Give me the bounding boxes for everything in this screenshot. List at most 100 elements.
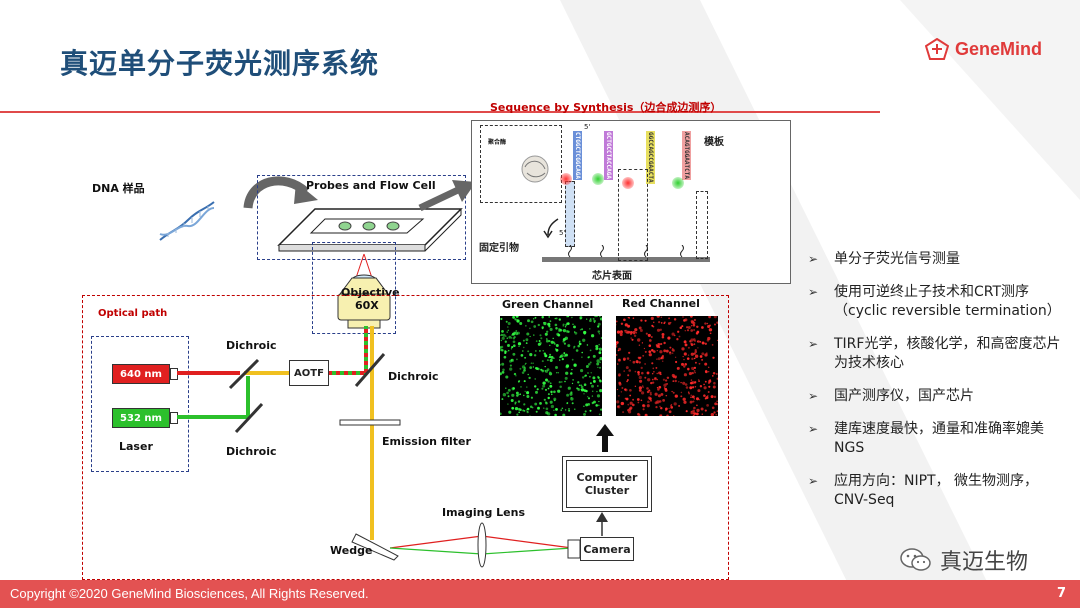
fluorescent-spot	[565, 371, 569, 375]
probes-flowcell-label: Probes and Flow Cell	[306, 179, 436, 192]
fluorescent-spot	[668, 410, 672, 414]
fluorescent-spot	[638, 386, 643, 390]
fluorescent-spot	[548, 340, 551, 343]
page-title: 真迈单分子荧光测序系统	[60, 47, 380, 80]
fluorescent-spot	[523, 346, 525, 349]
fluorescent-spot	[628, 369, 631, 372]
fluorescent-spot	[589, 409, 592, 412]
fluorescent-spot	[670, 405, 672, 407]
fluorescent-spot	[632, 317, 635, 319]
fluorescent-spot	[531, 406, 534, 409]
fluorescent-spot	[590, 334, 595, 338]
fluorescent-spot	[546, 359, 549, 362]
fluorescent-spot	[525, 325, 527, 327]
fluorescent-spot	[585, 365, 589, 368]
fluorescent-spot	[532, 362, 534, 364]
fluorescent-spot	[565, 323, 568, 327]
fluorescent-spot	[685, 410, 688, 413]
fluorescent-spot	[680, 362, 685, 366]
fluorescent-spot	[704, 409, 707, 412]
fluorescent-spot	[704, 362, 708, 366]
fluorescent-spot	[544, 332, 548, 336]
fluorescent-spot	[558, 380, 561, 384]
fluorescent-spot	[520, 386, 522, 388]
sbs-title: Sequence by Synthesis（边合成边测序）	[490, 101, 722, 114]
fluorescent-spot	[576, 387, 579, 390]
fluorescent-spot	[620, 391, 623, 393]
fluorescent-spot	[549, 327, 553, 331]
fluorescent-spot	[647, 378, 651, 382]
fluorescent-spot	[707, 366, 710, 369]
fluorescent-spot	[644, 319, 647, 322]
fluorescent-spot	[658, 346, 661, 349]
fluorescent-spot	[616, 324, 617, 326]
fluorescent-spot	[547, 412, 551, 416]
fluorescent-spot	[682, 381, 686, 385]
fluorescent-spot	[551, 393, 553, 396]
genemind-logo-icon	[924, 38, 949, 60]
fluorescent-spot	[698, 398, 701, 401]
fluorescent-spot	[536, 388, 539, 391]
fluorescent-spot	[508, 410, 512, 414]
fluorescent-spot	[627, 330, 631, 334]
fluorescent-spot	[598, 351, 602, 355]
fluorescent-spot	[507, 403, 509, 405]
fluorescent-spot	[577, 381, 580, 384]
fluorescent-spot	[542, 350, 544, 352]
fluorescent-spot	[510, 399, 514, 402]
fluorescent-spot	[555, 344, 559, 347]
fluorescent-spot	[526, 386, 528, 388]
fluorescent-spot	[631, 338, 634, 341]
fluorescent-spot	[500, 339, 503, 342]
green-channel-label: Green Channel	[502, 298, 594, 311]
fluorescent-spot	[710, 395, 714, 399]
fluorescent-spot	[664, 387, 668, 391]
fluorescent-spot	[684, 363, 687, 366]
fluorescent-spot	[693, 343, 696, 346]
fluorescent-spot	[701, 358, 704, 361]
fluorescent-spot	[681, 325, 684, 328]
fluorescent-spot	[563, 342, 566, 345]
sbs-panel: 聚合酶 模板 固定引物 芯片表面 5' 5' CTGGCTCGGCAGA GCT…	[471, 120, 791, 284]
fluorescent-spot	[572, 323, 574, 325]
fluorescent-spot	[638, 375, 642, 380]
fluorescent-spot	[616, 330, 621, 334]
fluorescent-spot	[519, 393, 522, 396]
fluorescent-spot	[571, 358, 574, 361]
fluorescent-spot	[586, 344, 589, 346]
fluorescent-spot	[537, 342, 541, 346]
red-channel-image	[616, 316, 718, 416]
fluorescent-spot	[589, 361, 592, 364]
fluorescent-spot	[515, 332, 519, 336]
fluorescent-spot	[627, 325, 630, 328]
fluorescent-spot	[596, 390, 598, 393]
objective-box	[312, 242, 396, 334]
fluorescent-spot	[660, 357, 663, 360]
fluorescent-spot	[671, 373, 675, 378]
fluorescent-spot	[523, 394, 525, 397]
fluorescent-spot	[675, 377, 677, 379]
dna-sample-label: DNA 样品	[92, 182, 145, 195]
fluorescent-spot	[693, 398, 695, 400]
fluorescent-spot	[697, 347, 699, 349]
laser-box	[91, 336, 189, 472]
fluorescent-spot	[627, 316, 629, 319]
fluorescent-spot	[704, 322, 707, 325]
fluorescent-spot	[583, 412, 586, 416]
fluorescent-spot	[666, 383, 668, 385]
laser-label: Laser	[119, 440, 153, 453]
computer-cluster-box: Computer Cluster	[562, 456, 652, 512]
fluorescent-spot	[507, 349, 510, 352]
fluorescent-spot	[693, 318, 697, 322]
fluorescent-spot	[500, 317, 503, 321]
fluorescent-spot	[694, 361, 697, 364]
fluorescent-spot	[706, 322, 709, 325]
fluorescent-spot	[616, 320, 618, 323]
fluorescent-spot	[567, 386, 571, 390]
fluorescent-spot	[550, 391, 553, 394]
fluorescent-spot	[548, 372, 553, 376]
fluorescent-spot	[598, 379, 602, 382]
fluorescent-spot	[504, 340, 507, 343]
copyright-text: Copyright ©2020 GeneMind Biosciences, Al…	[10, 586, 369, 601]
fluorescent-spot	[578, 342, 582, 346]
